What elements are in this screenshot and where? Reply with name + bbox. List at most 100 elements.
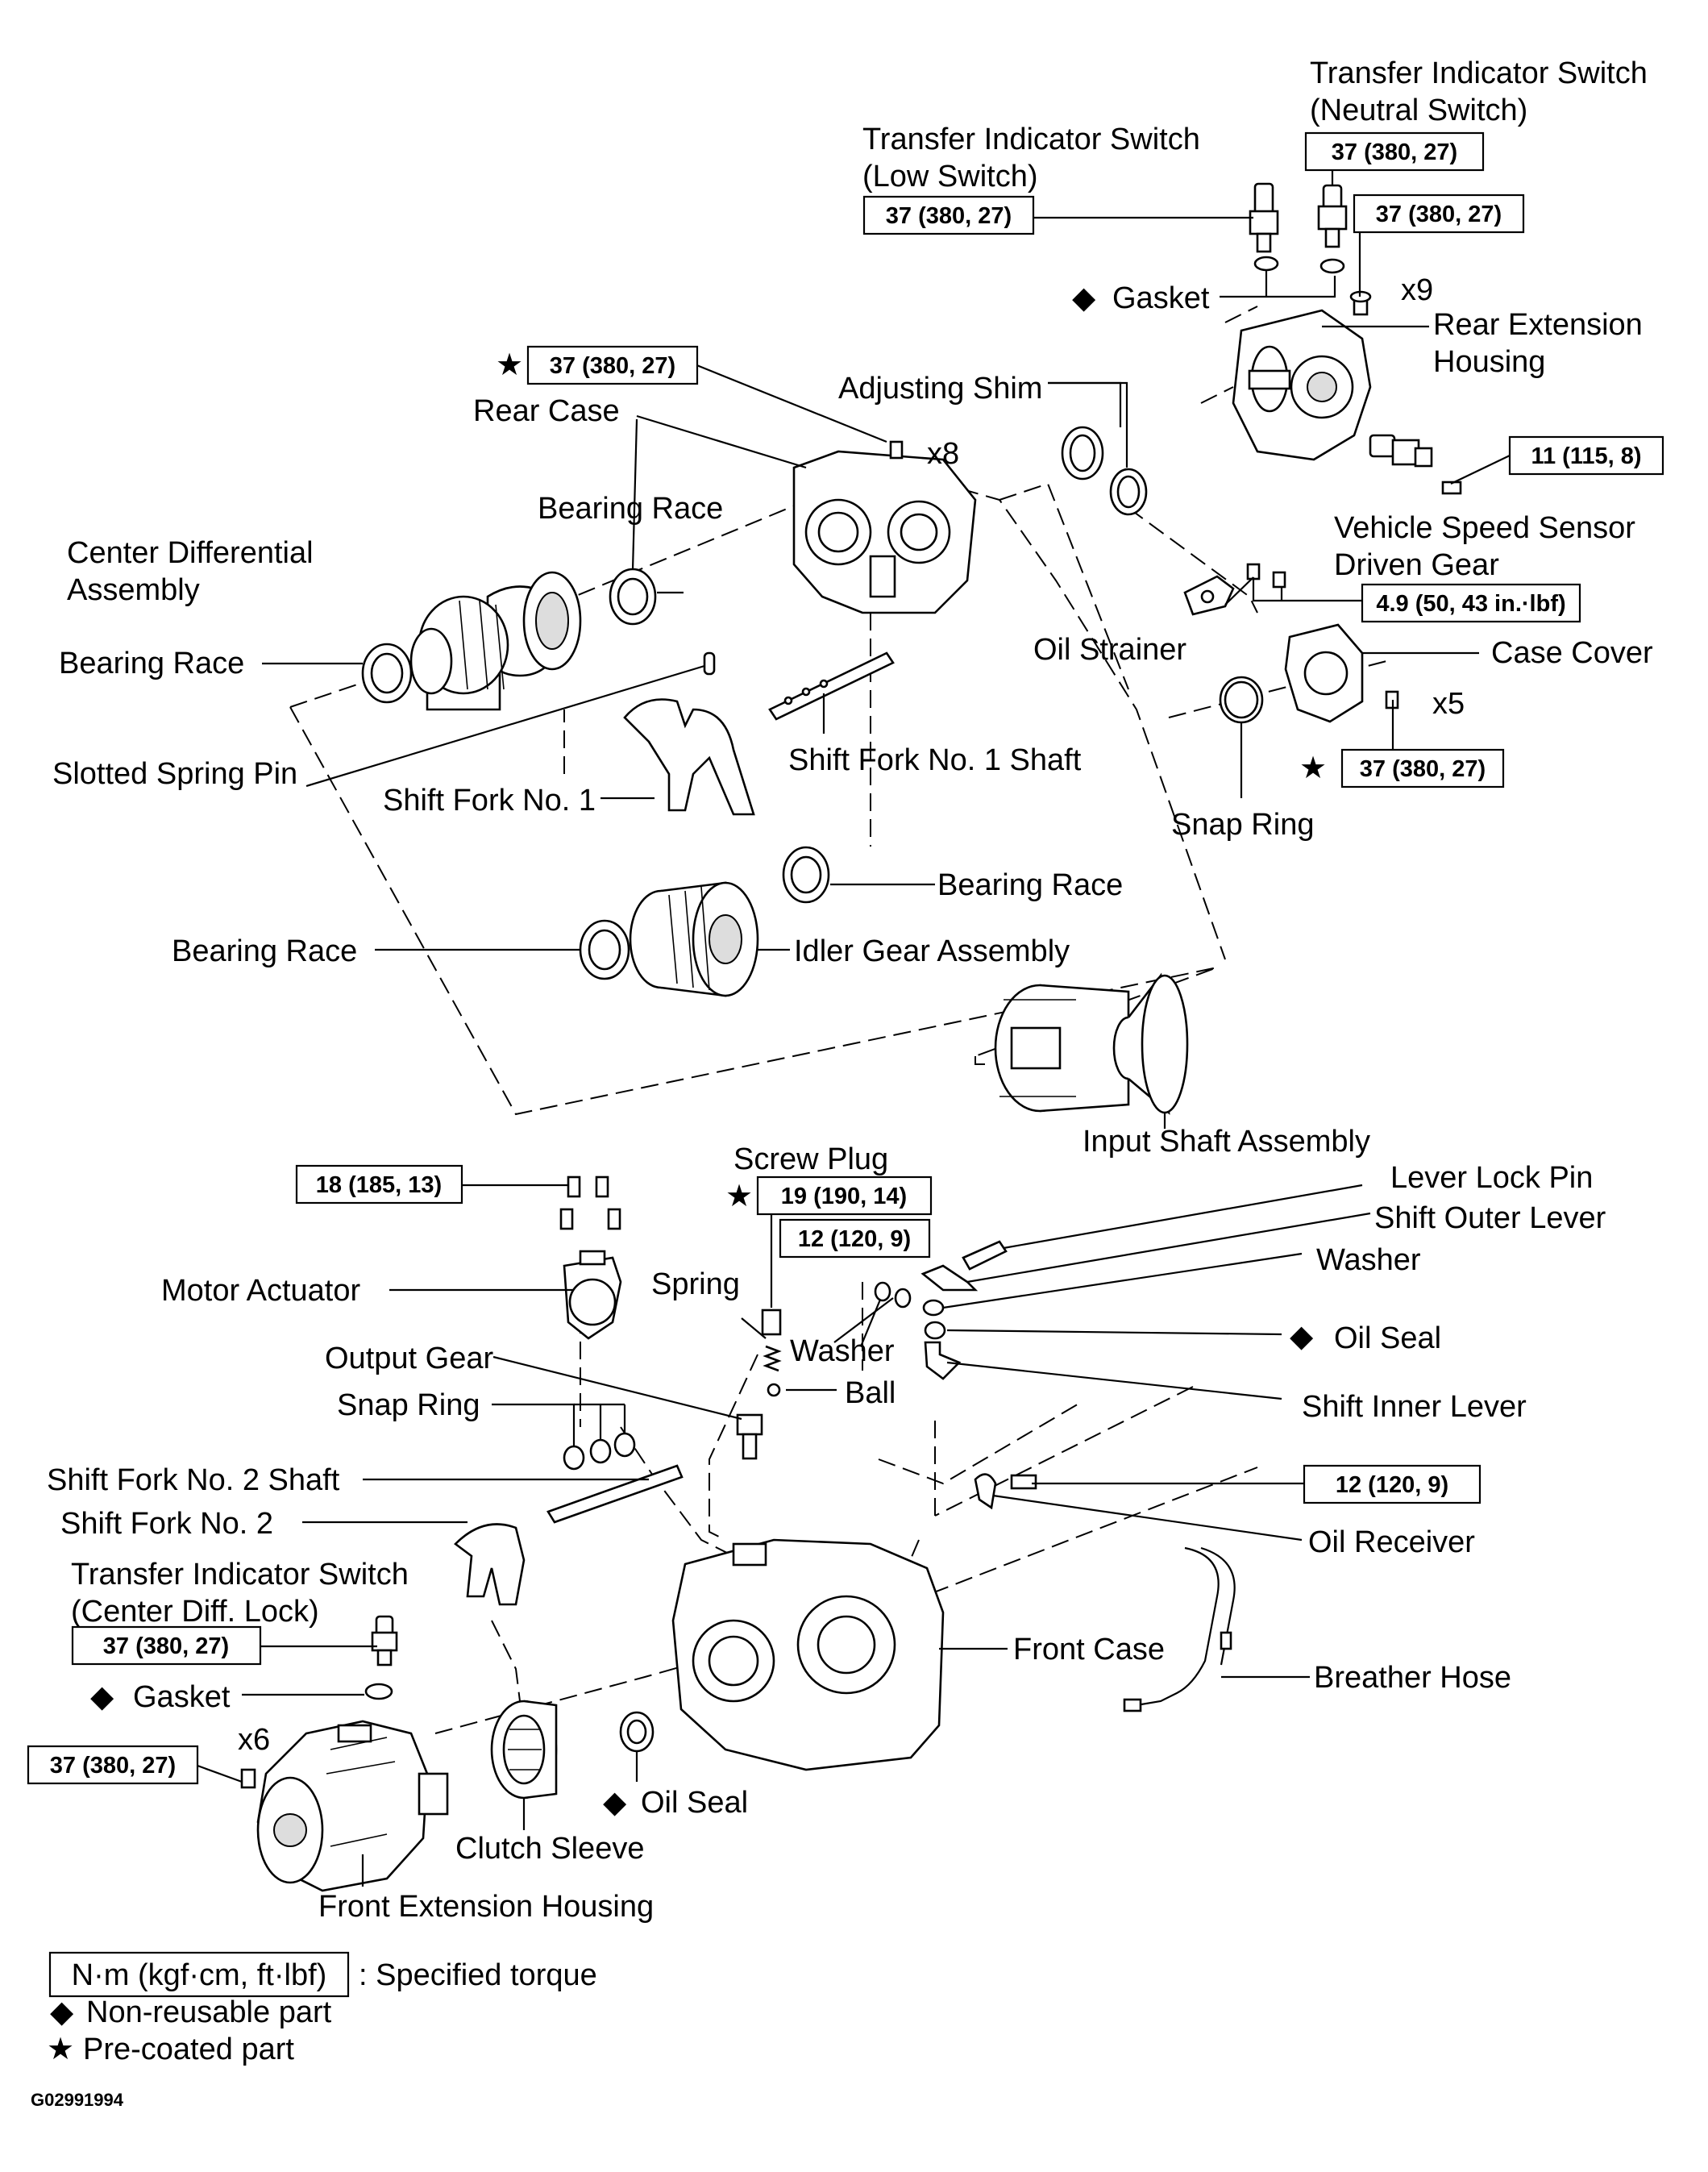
motor-actuator-bolts-drawing xyxy=(559,1175,621,1230)
non-reusable-symbol: ◆ xyxy=(90,1680,114,1714)
label-tis-cdl: Transfer Indicator Switch (Center Diff. … xyxy=(71,1558,417,1629)
lever-parts-drawing xyxy=(874,1240,1008,1380)
part-symbols: ★ ◆ ★ ★ ◆ ◆ ◆ xyxy=(90,281,1327,1820)
label-oil-seal-2: Oil Seal xyxy=(641,1786,748,1820)
part-drawings xyxy=(240,182,1462,1892)
label-bearing-race-2: Bearing Race xyxy=(59,647,244,680)
oil-receiver-drawing xyxy=(974,1473,1037,1510)
breather-hose-drawing xyxy=(1123,1546,1236,1712)
label-oil-seal-1: Oil Seal xyxy=(1334,1321,1441,1355)
non-reusable-symbol: ◆ xyxy=(1072,281,1096,315)
label-bearing-race-4: Bearing Race xyxy=(172,934,357,968)
label-front-ext-housing: Front Extension Housing xyxy=(318,1890,654,1924)
pre-coated-symbol: ★ xyxy=(496,348,523,382)
label-gasket-top: Gasket xyxy=(1112,281,1210,315)
label-motor-actuator: Motor Actuator xyxy=(161,1274,360,1308)
pre-coated-symbol: ★ xyxy=(725,1180,753,1213)
label-vss-gear: Vehicle Speed Sensor Driven Gear xyxy=(1334,511,1644,582)
legend-non-reusable-symbol: ◆ xyxy=(50,1995,74,2029)
label-washer-2: Washer xyxy=(790,1334,895,1368)
screw-plug-drawing xyxy=(761,1309,782,1336)
label-ball: Ball xyxy=(845,1376,896,1410)
front-extension-housing-drawing xyxy=(256,1720,449,1892)
ball-drawing xyxy=(767,1383,781,1397)
legend-unit-desc: : Specified torque xyxy=(359,1958,597,1992)
label-center-diff: Center Differential Assembly xyxy=(67,536,322,607)
figure-code: G02991994 xyxy=(31,2090,124,2110)
front-ext-bolt-drawing xyxy=(240,1768,256,1789)
label-lever-lock-pin: Lever Lock Pin xyxy=(1390,1161,1593,1195)
torque-tis-neutral: 37 (380, 27) xyxy=(1332,139,1457,165)
shift-fork-1-drawing xyxy=(623,698,755,816)
label-screw-plug: Screw Plug xyxy=(733,1142,888,1176)
spring-drawing xyxy=(763,1345,782,1372)
tis-cdl-switch-drawing xyxy=(371,1615,398,1666)
label-bearing-race-1: Bearing Race xyxy=(538,492,723,526)
label-bearing-race-3: Bearing Race xyxy=(937,868,1123,902)
motor-actuator-drawing xyxy=(563,1250,622,1340)
oil-strainer-drawing xyxy=(1183,563,1286,616)
label-shift-fork-1-shaft: Shift Fork No. 1 Shaft xyxy=(788,743,1082,777)
label-gasket-bottom: Gasket xyxy=(133,1680,231,1714)
label-spring: Spring xyxy=(651,1267,740,1301)
label-x9: x9 xyxy=(1401,273,1433,307)
torque-motor-actuator-bolt: 18 (185, 13) xyxy=(316,1172,442,1198)
label-x6: x6 xyxy=(238,1723,270,1757)
leader-lines xyxy=(197,165,1511,1887)
label-front-case: Front Case xyxy=(1013,1633,1165,1666)
label-shift-fork-1: Shift Fork No. 1 xyxy=(383,784,596,818)
label-output-gear: Output Gear xyxy=(325,1342,493,1375)
rear-extension-housing-drawing xyxy=(1232,309,1372,461)
legend-non-reusable: Non-reusable part xyxy=(86,1995,332,2029)
torque-boxes: 37 (380, 27) 37 (380, 27) 37 (380, 27) 3… xyxy=(27,131,1664,1785)
label-shift-fork-2-shaft: Shift Fork No. 2 Shaft xyxy=(47,1463,340,1497)
tis-neutral-switch-drawing xyxy=(1317,184,1348,274)
label-input-shaft: Input Shaft Assembly xyxy=(1083,1125,1370,1159)
label-washer-1: Washer xyxy=(1316,1243,1421,1277)
label-snap-ring-top: Snap Ring xyxy=(1171,808,1314,842)
shift-fork-2-drawing xyxy=(454,1523,526,1606)
non-reusable-symbol: ◆ xyxy=(1290,1320,1314,1354)
label-rear-ext-housing: Rear Extension Housing xyxy=(1433,308,1651,379)
label-x8: x8 xyxy=(927,437,959,471)
label-x5: x5 xyxy=(1432,687,1465,721)
pre-coated-symbol: ★ xyxy=(1299,751,1327,785)
torque-rear-ext-bolt: 37 (380, 27) xyxy=(1376,202,1502,227)
torque-vss-bolt: 11 (115, 8) xyxy=(1531,443,1641,469)
torque-oil-strainer-bolt: 4.9 (50, 43 in.·lbf) xyxy=(1376,591,1565,617)
front-case-drawing xyxy=(671,1538,945,1771)
legend: N·m (kgf·cm, ft·lbf) : Specified torque … xyxy=(47,1951,597,2066)
label-tis-neutral: Transfer Indicator Switch (Neutral Switc… xyxy=(1310,56,1656,127)
torque-tis-cdl: 37 (380, 27) xyxy=(103,1633,229,1659)
torque-rear-case-bolt: 37 (380, 27) xyxy=(550,353,675,379)
label-breather-hose: Breather Hose xyxy=(1314,1661,1511,1695)
legend-pre-coated-symbol: ★ xyxy=(47,2033,74,2066)
tis-low-switch-drawing xyxy=(1249,182,1279,272)
torque-front-ext-bolt: 37 (380, 27) xyxy=(50,1753,176,1779)
output-gear-drawing xyxy=(736,1413,763,1460)
label-case-cover: Case Cover xyxy=(1491,636,1653,670)
label-adjusting-shim: Adjusting Shim xyxy=(838,372,1042,406)
label-shift-inner-lever: Shift Inner Lever xyxy=(1302,1390,1527,1424)
legend-unit-box: N·m (kgf·cm, ft·lbf) xyxy=(72,1958,327,1992)
label-slotted-pin: Slotted Spring Pin xyxy=(52,757,297,791)
torque-tis-low: 37 (380, 27) xyxy=(886,203,1012,229)
label-oil-strainer: Oil Strainer xyxy=(1033,633,1186,667)
torque-screw-plug: 19 (190, 14) xyxy=(781,1184,907,1209)
shift-fork-2-shaft-drawing xyxy=(546,1464,684,1524)
torque-oil-receiver-bolt: 12 (120, 9) xyxy=(1336,1472,1448,1498)
case-cover-drawing xyxy=(1284,623,1364,723)
clutch-sleeve-drawing xyxy=(490,1700,558,1800)
shift-fork-1-shaft-drawing xyxy=(768,651,895,721)
label-snap-ring-mid: Snap Ring xyxy=(337,1388,480,1422)
center-differential-drawing xyxy=(409,571,582,711)
non-reusable-symbol: ◆ xyxy=(603,1786,627,1820)
label-rear-case: Rear Case xyxy=(473,394,620,428)
label-oil-receiver: Oil Receiver xyxy=(1308,1525,1475,1559)
part-labels: Transfer Indicator Switch (Low Switch) T… xyxy=(47,56,1656,1924)
vss-gear-drawing xyxy=(1369,434,1462,495)
idler-gear-drawing xyxy=(629,881,759,997)
label-idler-gear: Idler Gear Assembly xyxy=(794,934,1070,968)
label-clutch-sleeve: Clutch Sleeve xyxy=(455,1832,644,1866)
